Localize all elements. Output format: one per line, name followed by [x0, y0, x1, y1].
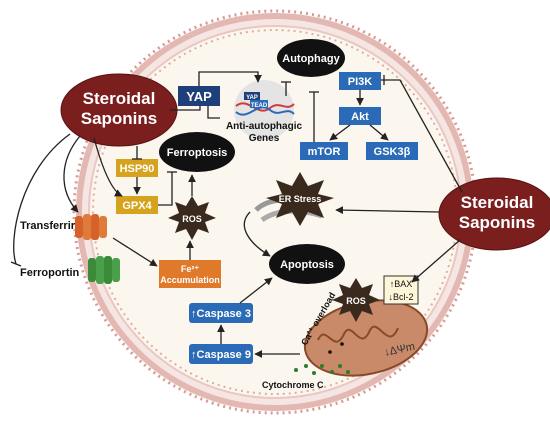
autophagy-label: Autophagy: [282, 53, 340, 65]
caspase3-box: ↑Caspase 3: [189, 303, 253, 323]
gsk3b-label: GSK3β: [374, 146, 411, 158]
fe-accumulation-box: Fe²⁺ Accumulation: [159, 260, 221, 288]
caspase9-box: ↑Caspase 9: [189, 344, 253, 364]
genes-line2: Genes: [249, 133, 280, 144]
ros-ferroptosis-burst: ROS: [168, 196, 216, 240]
caspase3-label: ↑Caspase 3: [191, 308, 251, 320]
saponins-right-line2: Saponins: [459, 213, 536, 232]
ferroportin-label: Ferroportin: [20, 267, 80, 279]
ros-mito-label: ROS: [346, 296, 366, 306]
dna-yap-label: YAP: [246, 95, 258, 101]
ros-ferroptosis-label: ROS: [182, 214, 202, 224]
pathway-arrows: [10, 71, 463, 358]
saponins-left-line2: Saponins: [81, 109, 158, 128]
mtor-box: mTOR: [300, 142, 348, 160]
bax-label: ↑BAX: [390, 279, 413, 289]
cytochrome-c-dots: [294, 342, 350, 375]
yap-box: YAP: [178, 86, 220, 106]
gsk3b-box: GSK3β: [366, 142, 418, 160]
akt-label: Akt: [351, 111, 369, 123]
transferrin-receptor-icon: [75, 214, 107, 240]
accumulation-label: Accumulation: [160, 275, 220, 285]
caspase9-label: ↑Caspase 9: [191, 349, 251, 361]
saponins-right-line1: Steroidal: [461, 193, 534, 212]
cytochrome-c-label: Cytochrome C: [262, 380, 324, 390]
er-stress-node: ER Stress: [254, 172, 334, 226]
akt-box: Akt: [339, 107, 381, 125]
yap-label: YAP: [186, 89, 212, 104]
ferroptosis-node: Ferroptosis: [159, 132, 235, 172]
ferroptosis-label: Ferroptosis: [167, 147, 228, 159]
mtor-label: mTOR: [308, 146, 341, 158]
hsp90-label: HSP90: [120, 163, 155, 175]
ferroportin-icon: [88, 256, 120, 284]
gpx4-box: GPX4: [116, 196, 158, 214]
gpx4-label: GPX4: [122, 200, 152, 212]
hsp90-box: HSP90: [116, 159, 158, 177]
transferrin-label: Transferrin: [20, 220, 78, 232]
genes-line1: Anti-autophagic: [226, 121, 303, 132]
apoptosis-node: Apoptosis: [269, 244, 345, 284]
anti-autophagic-genes: YAP TEAD Anti-autophagic Genes: [226, 80, 303, 144]
steroidal-saponins-left: Steroidal Saponins: [60, 73, 178, 147]
tead-label: TEAD: [251, 103, 268, 109]
ros-mito-burst: ROS: [332, 278, 380, 322]
bcl2-label: ↓Bcl-2: [388, 292, 413, 302]
steroidal-saponins-right: Steroidal Saponins: [438, 177, 550, 251]
mitochondria-icon: ↓ΔΨm: [303, 299, 429, 377]
saponins-left-line1: Steroidal: [83, 89, 156, 108]
pi3k-label: PI3K: [348, 76, 373, 88]
apoptosis-label: Apoptosis: [280, 259, 334, 271]
er-stress-label: ER Stress: [279, 194, 322, 204]
fe-label: Fe²⁺: [181, 264, 200, 274]
autophagy-node: Autophagy: [277, 39, 345, 77]
pi3k-box: PI3K: [339, 72, 381, 90]
bax-bcl2-box: ↑BAX ↓Bcl-2: [383, 275, 419, 305]
